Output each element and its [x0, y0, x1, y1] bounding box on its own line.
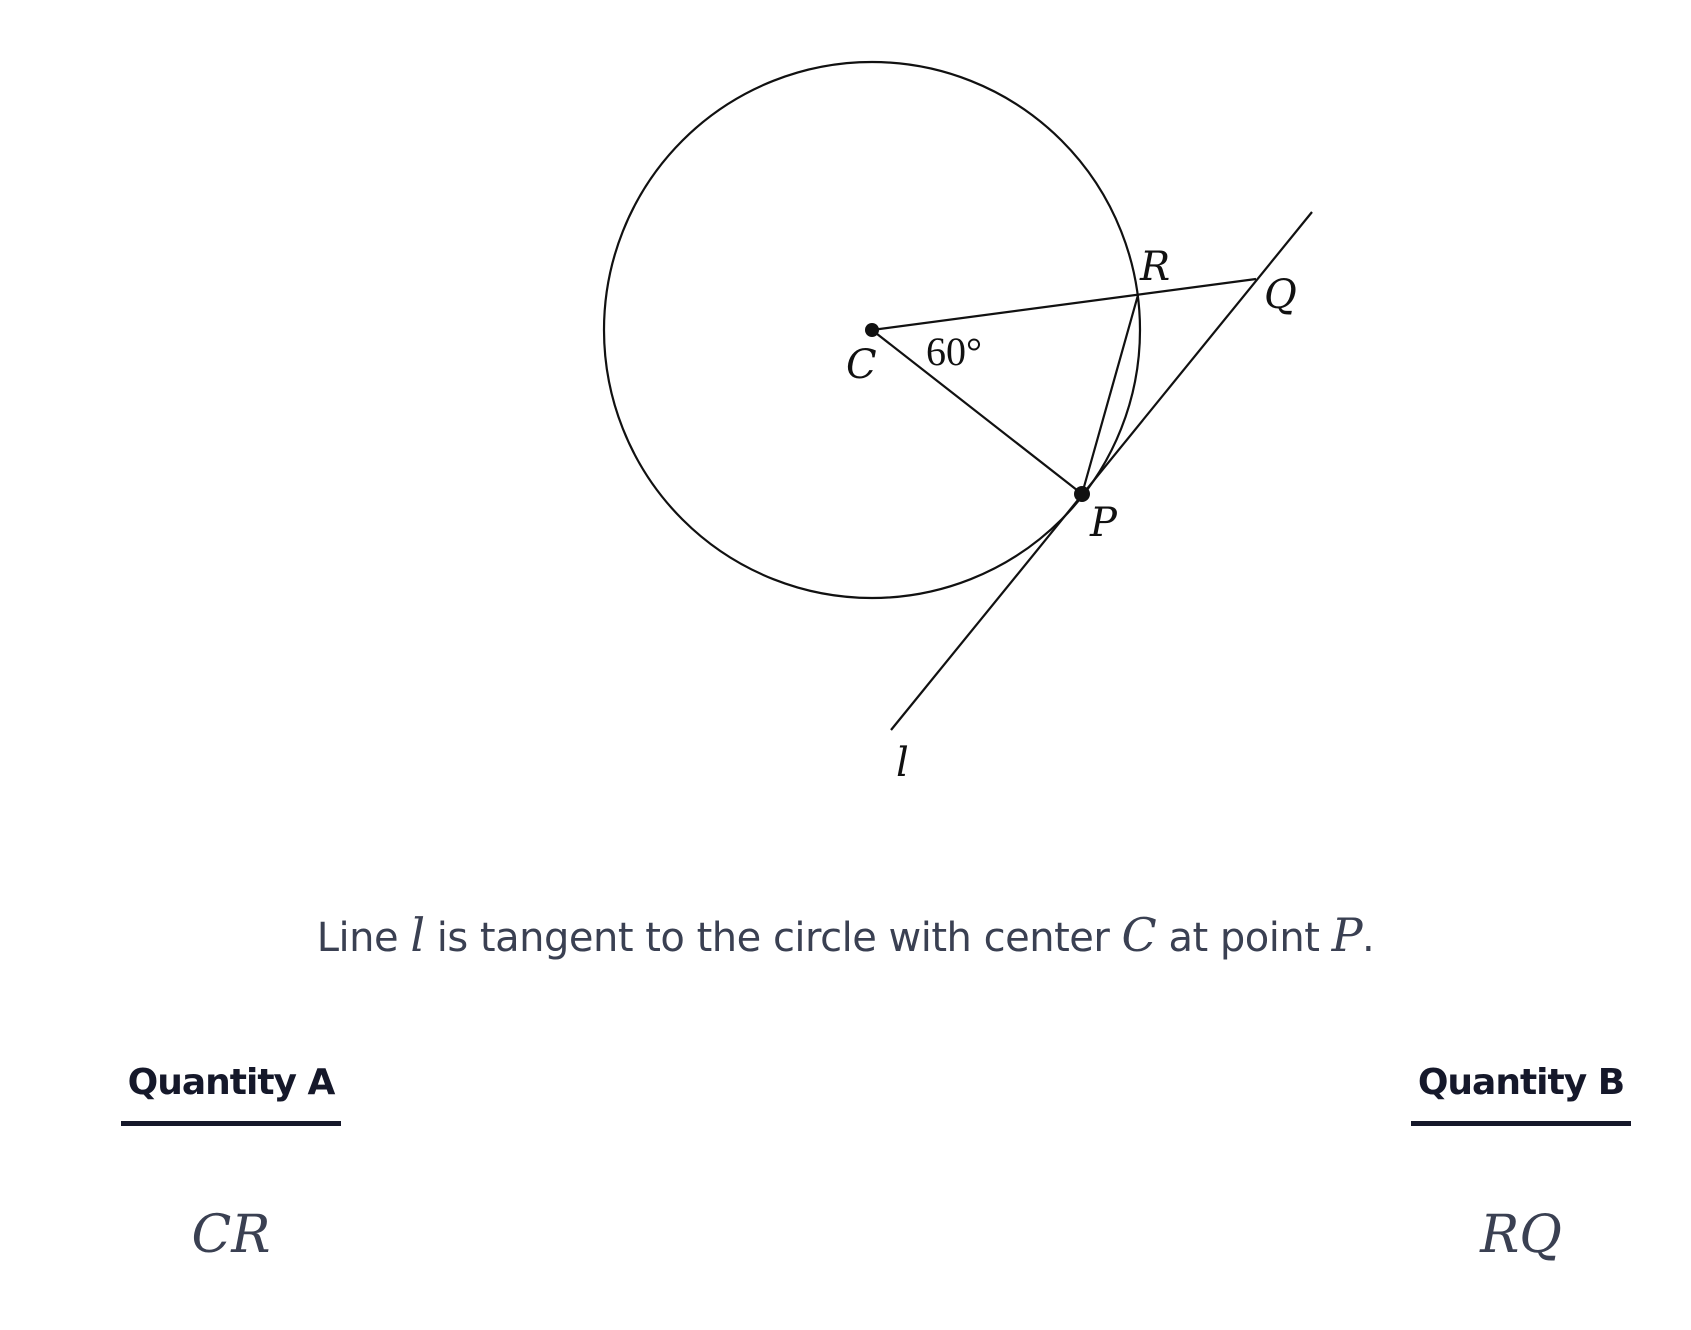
point-c — [865, 323, 879, 337]
tangent-line-l — [890, 211, 1313, 731]
label-p: P — [1089, 500, 1118, 546]
quantity-b-heading: Quantity B — [1411, 1062, 1631, 1126]
math-l: l — [410, 908, 425, 962]
statement-text: Line — [316, 915, 411, 961]
geometry-figure: C R Q P l 60° — [602, 60, 1313, 786]
statement-text: . — [1362, 915, 1375, 961]
quantity-b-value: RQ — [1480, 1205, 1562, 1265]
statement-text: at point — [1156, 915, 1332, 961]
math-c: C — [1121, 908, 1157, 962]
quantity-a-value: CR — [191, 1205, 271, 1265]
math-p: P — [1331, 908, 1363, 962]
problem-statement: Line l is tangent to the circle with cen… — [0, 908, 1691, 962]
circle — [602, 60, 1142, 600]
point-p — [1074, 486, 1090, 502]
segment-rp — [1080, 294, 1140, 495]
label-c: C — [846, 342, 877, 388]
segment-cq — [871, 277, 1257, 332]
angle-label: 60° — [926, 329, 982, 374]
quantity-a-heading: Quantity A — [121, 1062, 341, 1126]
statement-text: is tangent to the circle with center — [424, 915, 1122, 961]
label-q: Q — [1264, 272, 1297, 318]
segment-cp — [871, 329, 1083, 495]
label-l: l — [896, 740, 909, 786]
label-r: R — [1139, 244, 1170, 290]
